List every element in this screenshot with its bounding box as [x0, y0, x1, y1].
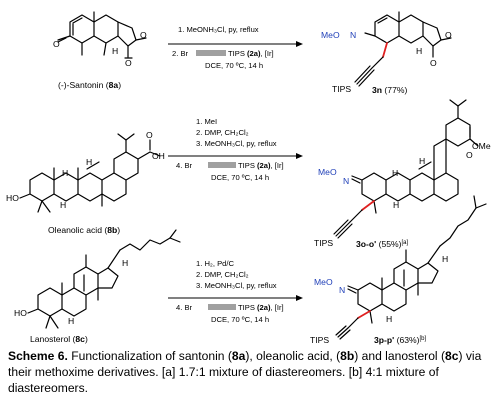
- scheme-caption: Scheme 6. Functionalization of santonin …: [8, 349, 482, 395]
- reaction-scheme: O O O H (-)-Santonin (8a) 1. MeONH₃Cl, p…: [6, 11, 491, 345]
- condition-step: 2. Br: [172, 49, 189, 58]
- atom-label: H: [122, 258, 128, 268]
- product-label: 3o-o' (55%)[a]: [356, 239, 409, 249]
- condition-step: 3. MeONH₃Cl, py, reflux: [196, 281, 277, 290]
- atom-label: O: [430, 58, 437, 68]
- condition-step: 3. MeONH₃Cl, py, reflux: [196, 139, 277, 148]
- atom-label: H: [60, 200, 66, 210]
- arrow-head: [296, 295, 303, 301]
- atom-label: H: [419, 156, 425, 166]
- atom-label: H: [416, 46, 422, 56]
- atom-label: H: [112, 46, 118, 56]
- atom-label: HO: [14, 308, 27, 318]
- tips-label: TIPS: [310, 335, 329, 345]
- atom-label: H: [62, 168, 68, 178]
- atom-label: H: [392, 168, 398, 178]
- atom-label: O: [125, 58, 132, 68]
- condition-step: DCE, 70 ºC, 14 h: [205, 61, 263, 70]
- arrow-head: [296, 153, 303, 159]
- product-3n: [354, 11, 452, 87]
- methoxime-label: MeO: [321, 30, 340, 40]
- atom-label: H: [68, 316, 74, 326]
- product-label: 3p-p' (63%)[b]: [374, 335, 427, 345]
- condition-step: 1. MeI: [196, 117, 217, 126]
- methoxime-label: MeO: [318, 167, 337, 177]
- arrow-head: [296, 41, 303, 47]
- atom-label: O: [146, 130, 153, 140]
- product-3o: [333, 99, 479, 239]
- substrate-oleanolic-acid: [19, 133, 161, 213]
- condition-step: 1. H₂, Pd/C: [196, 259, 234, 268]
- tips-label: TIPS: [314, 238, 333, 248]
- compound-name: Oleanolic acid (8b): [48, 225, 120, 235]
- condition-step: DCE, 70 ºC, 14 h: [211, 173, 269, 182]
- atom-label: OMe: [472, 141, 491, 151]
- methoxime-label: N: [350, 30, 356, 40]
- condition-step: 2. DMP, CH₂Cl₂: [196, 128, 249, 137]
- condition-step: 2. DMP, CH₂Cl₂: [196, 270, 249, 279]
- substrate-lanosterol: [27, 229, 181, 329]
- atom-label: O: [466, 150, 473, 160]
- condition-step: TIPS (2a), [Ir]: [228, 49, 274, 58]
- atom-label: H: [86, 157, 92, 167]
- condition-step: 4. Br: [176, 303, 193, 312]
- methoxime-label: MeO: [314, 277, 333, 287]
- condition-step: DCE, 70 ºC, 14 h: [211, 315, 269, 324]
- product-label: 3n (77%): [372, 85, 407, 95]
- methoxime-label: N: [339, 285, 345, 295]
- tips-label: TIPS: [332, 84, 351, 94]
- atom-label: H: [442, 254, 448, 264]
- atom-label: O: [140, 30, 147, 40]
- condition-step: 4. Br: [176, 161, 193, 170]
- methoxime-label: N: [343, 176, 349, 186]
- condition-step: 1. MeONH₃Cl, py, reflux: [178, 25, 259, 34]
- compound-name: (-)-Santonin (8a): [58, 80, 121, 90]
- caption-label: Scheme 6.: [8, 349, 68, 363]
- atom-label: O: [445, 30, 452, 40]
- condition-step: TIPS (2a), [Ir]: [238, 303, 284, 312]
- atom-label: O: [53, 39, 60, 49]
- atom-label: HO: [6, 193, 19, 203]
- atom-label: OH: [152, 151, 165, 161]
- atom-label: H: [386, 314, 392, 324]
- product-3p: [335, 195, 487, 340]
- atom-label: H: [393, 200, 399, 210]
- condition-step: TIPS (2a), [Ir]: [238, 161, 284, 170]
- compound-name: Lanosterol (8c): [30, 334, 88, 344]
- substrate-santonin: [57, 11, 147, 59]
